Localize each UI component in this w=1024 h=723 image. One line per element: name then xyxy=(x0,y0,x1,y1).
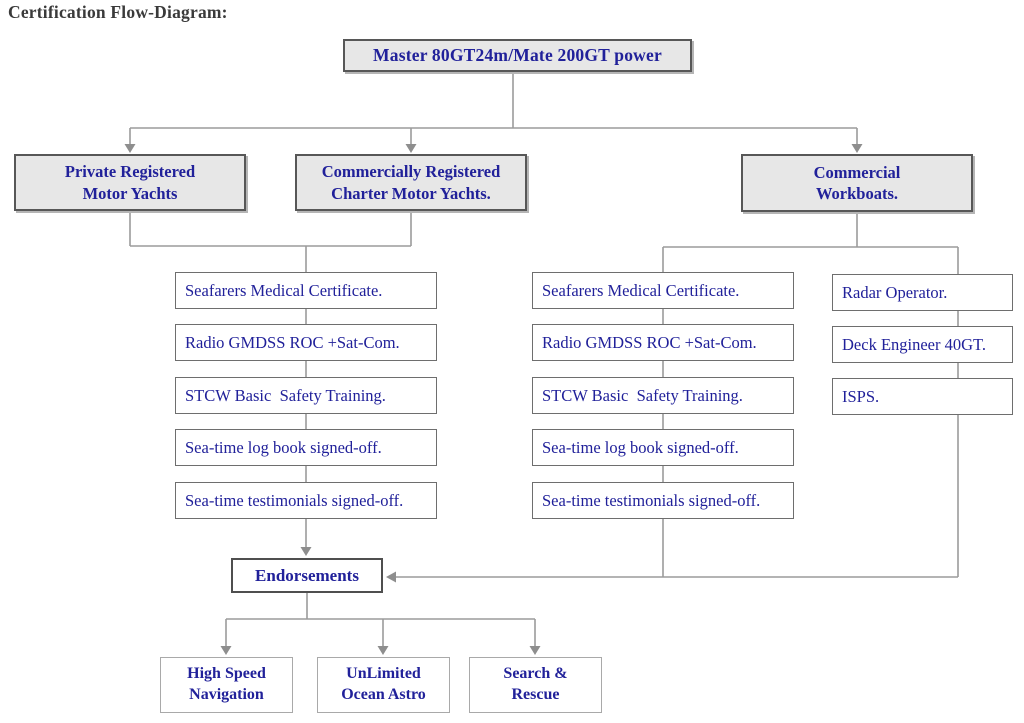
node-charter-medical-certificate: Seafarers Medical Certificate. xyxy=(532,272,794,309)
node-workboat-radar-operator: Radar Operator. xyxy=(832,274,1013,311)
node-charter-radio-gmdss: Radio GMDSS ROC +Sat-Com. xyxy=(532,324,794,361)
node-charter-seatime-logbook: Sea-time log book signed-off. xyxy=(532,429,794,466)
node-commercial-workboats: Commercial Workboats. xyxy=(741,154,973,212)
node-master-80gt: Master 80GT24m/Mate 200GT power xyxy=(343,39,692,72)
node-workboat-isps: ISPS. xyxy=(832,378,1013,415)
node-charter-stcw-basic-safety: STCW Basic Safety Training. xyxy=(532,377,794,414)
diagram-title: Certification Flow-Diagram: xyxy=(8,2,228,22)
node-yacht-seatime-testimonials: Sea-time testimonials signed-off. xyxy=(175,482,437,519)
node-yacht-stcw-basic-safety: STCW Basic Safety Training. xyxy=(175,377,437,414)
node-workboat-deck-engineer: Deck Engineer 40GT. xyxy=(832,326,1013,363)
node-yacht-seatime-logbook: Sea-time log book signed-off. xyxy=(175,429,437,466)
node-private-motor-yachts: Private Registered Motor Yachts xyxy=(14,154,246,211)
node-search-and-rescue: Search & Rescue xyxy=(469,657,602,713)
node-charter-seatime-testimonials: Sea-time testimonials signed-off. xyxy=(532,482,794,519)
node-high-speed-navigation: High Speed Navigation xyxy=(160,657,293,713)
node-unlimited-ocean-astro: UnLimited Ocean Astro xyxy=(317,657,450,713)
node-yacht-radio-gmdss: Radio GMDSS ROC +Sat-Com. xyxy=(175,324,437,361)
node-yacht-medical-certificate: Seafarers Medical Certificate. xyxy=(175,272,437,309)
node-charter-motor-yachts: Commercially Registered Charter Motor Ya… xyxy=(295,154,527,211)
node-endorsements: Endorsements xyxy=(231,558,383,593)
